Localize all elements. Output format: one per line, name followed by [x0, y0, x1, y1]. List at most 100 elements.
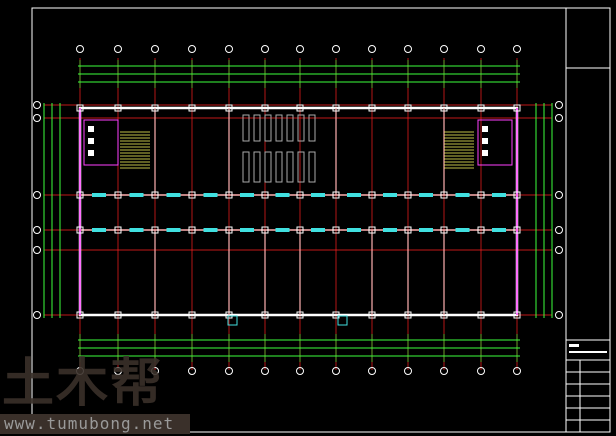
column: [368, 104, 376, 112]
title-block-text: [569, 351, 607, 353]
column: [440, 191, 448, 199]
window: [347, 193, 361, 197]
axis-bubble: [368, 367, 376, 375]
axis-bubble: [225, 45, 233, 53]
window: [383, 228, 397, 232]
watermark-logo: 土木帮: [2, 354, 165, 414]
lab-bench: [286, 151, 294, 183]
lab-bench: [264, 114, 272, 142]
window: [92, 193, 106, 197]
lab-bench: [253, 114, 261, 142]
axis-bubble: [261, 367, 269, 375]
column: [440, 104, 448, 112]
column: [151, 311, 159, 319]
axis-bubble: [76, 45, 84, 53]
window: [240, 193, 254, 197]
column: [261, 226, 269, 234]
window: [455, 228, 470, 232]
toilet-fixture: [88, 138, 94, 144]
lab-bench: [242, 151, 250, 183]
lab-bench: [253, 151, 261, 183]
column: [188, 226, 196, 234]
title-block-text: [569, 344, 579, 347]
lab-bench: [297, 151, 305, 183]
column: [513, 226, 521, 234]
axis-bubble: [555, 114, 563, 122]
axis-bubble: [555, 311, 563, 319]
window: [419, 193, 433, 197]
lab-bench: [275, 151, 283, 183]
lab-bench: [308, 114, 316, 142]
column: [404, 311, 412, 319]
axis-bubble: [225, 367, 233, 375]
entrance-step: [227, 315, 238, 326]
column: [477, 226, 485, 234]
toilet-room: [83, 119, 119, 166]
axis-bubble: [477, 367, 485, 375]
lab-bench: [275, 114, 283, 142]
window: [240, 228, 254, 232]
axis-bubble: [440, 45, 448, 53]
axis-bubble: [332, 367, 340, 375]
window: [492, 228, 506, 232]
column: [477, 311, 485, 319]
column: [296, 311, 304, 319]
column: [261, 311, 269, 319]
toilet-fixture: [88, 126, 94, 132]
axis-bubble: [555, 101, 563, 109]
window: [492, 193, 506, 197]
column: [513, 104, 521, 112]
column: [188, 104, 196, 112]
column: [332, 191, 340, 199]
axis-bubble: [513, 45, 521, 53]
axis-bubble: [332, 45, 340, 53]
column: [76, 311, 84, 319]
column: [296, 226, 304, 234]
column: [114, 226, 122, 234]
entrance-step: [337, 315, 348, 326]
axis-bubble: [404, 367, 412, 375]
column: [151, 104, 159, 112]
window: [203, 228, 218, 232]
watermark-url: www.tumubong.net: [0, 414, 190, 434]
column: [477, 191, 485, 199]
column: [296, 191, 304, 199]
axis-bubble: [555, 246, 563, 254]
lab-bench: [308, 151, 316, 183]
column: [114, 191, 122, 199]
window: [275, 193, 290, 197]
window: [166, 193, 181, 197]
column: [76, 191, 84, 199]
axis-bubble: [76, 367, 84, 375]
column: [225, 226, 233, 234]
column: [332, 226, 340, 234]
column: [404, 226, 412, 234]
window: [129, 228, 144, 232]
axis-bubble: [440, 367, 448, 375]
toilet-fixture: [88, 150, 94, 156]
column: [188, 191, 196, 199]
window: [166, 228, 181, 232]
column: [368, 226, 376, 234]
column: [404, 191, 412, 199]
column: [151, 226, 159, 234]
axis-bubble: [368, 45, 376, 53]
axis-bubble: [513, 367, 521, 375]
window: [311, 193, 325, 197]
lab-bench: [297, 114, 305, 142]
axis-bubble: [33, 191, 41, 199]
column: [151, 191, 159, 199]
column: [114, 311, 122, 319]
axis-bubble: [296, 45, 304, 53]
axis-bubble: [114, 45, 122, 53]
column: [368, 191, 376, 199]
window: [203, 193, 218, 197]
window: [129, 193, 144, 197]
window: [92, 228, 106, 232]
axis-bubble: [404, 45, 412, 53]
window: [311, 228, 325, 232]
window: [275, 228, 290, 232]
column: [188, 311, 196, 319]
column: [332, 104, 340, 112]
